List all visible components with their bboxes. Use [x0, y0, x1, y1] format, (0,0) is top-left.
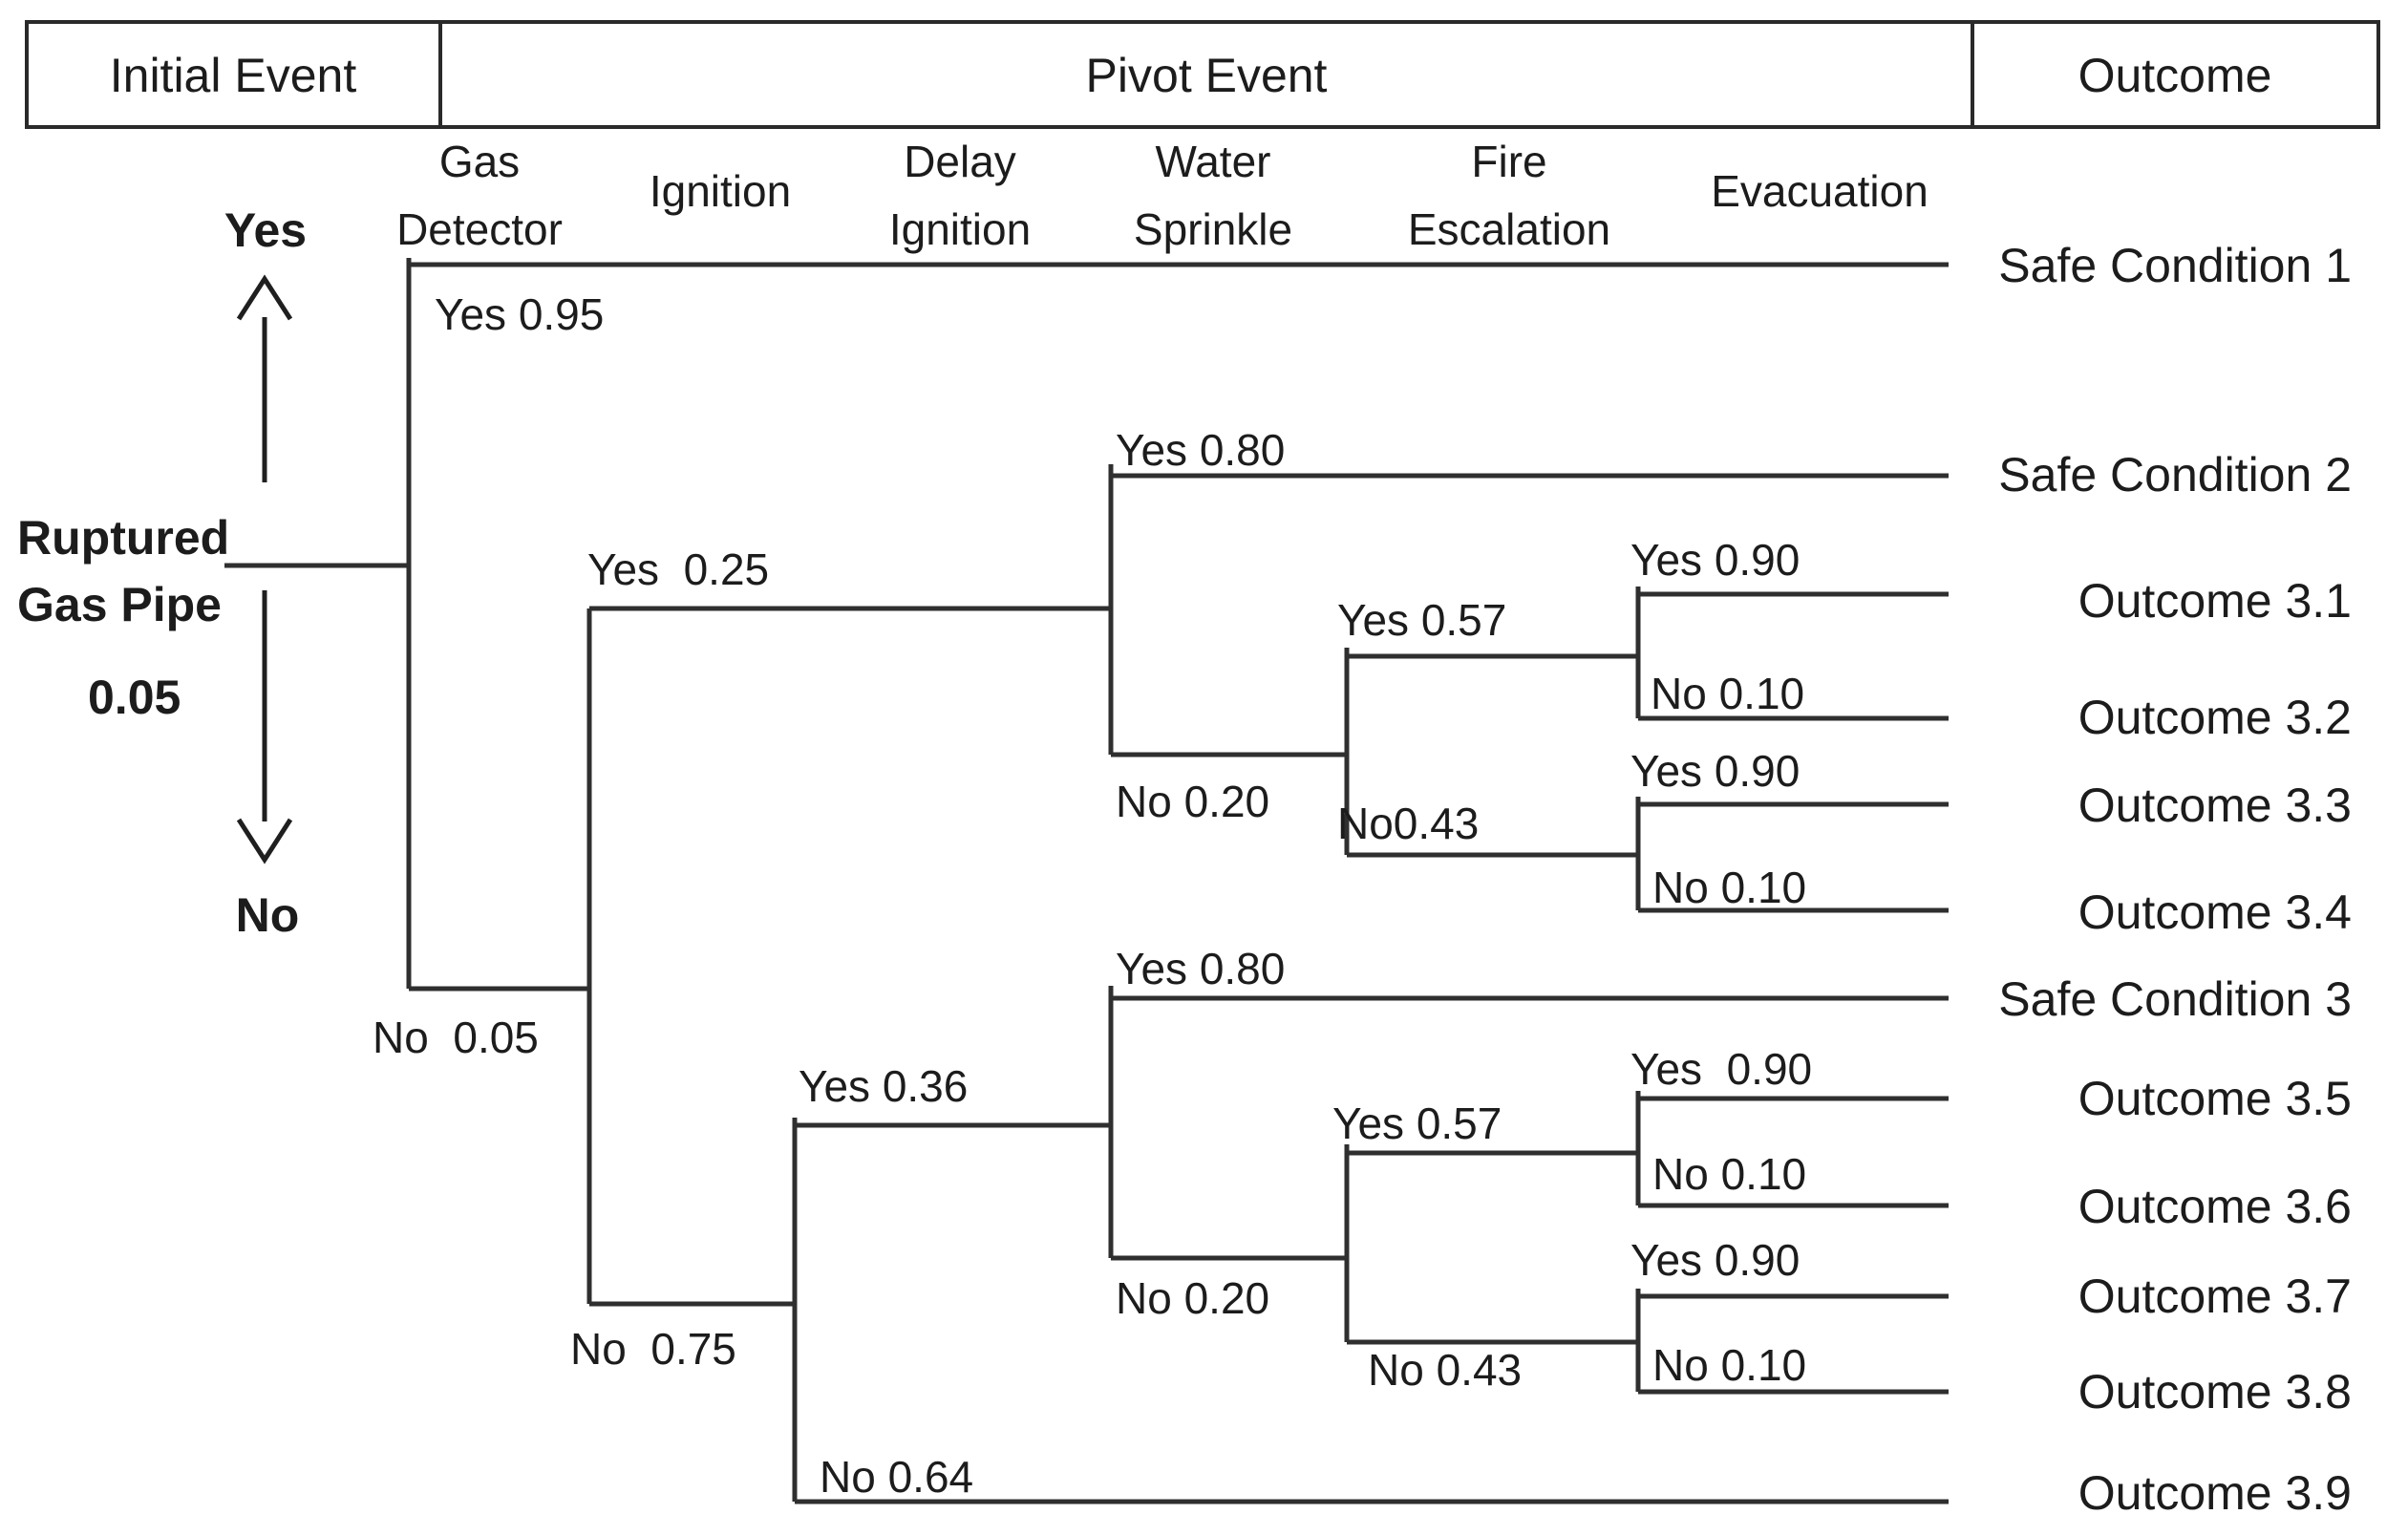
label-fire-escalation-yes-upper: Yes 0.57 — [1337, 595, 1506, 645]
initial-event-name-line1: Ruptured — [17, 511, 229, 565]
label-water-sprinkle-yes-upper: Yes 0.80 — [1116, 425, 1285, 475]
label-delay-ignition-no: No 0.64 — [820, 1452, 973, 1502]
label-fire-escalation-yes-lower: Yes 0.57 — [1332, 1099, 1502, 1148]
outcome-3-7: Outcome 3.7 — [2078, 1269, 2352, 1323]
label-fire-escalation-no-lower: No 0.43 — [1368, 1345, 1522, 1395]
column-fire-escalation-line2: Escalation — [1408, 204, 1610, 254]
outcome-3-4: Outcome 3.4 — [2078, 885, 2352, 939]
outcome-3-5: Outcome 3.5 — [2078, 1072, 2352, 1125]
label-evacuation-yes-3: Yes 0.90 — [1630, 1044, 1812, 1094]
label-gas-detector-no: No 0.05 — [373, 1013, 539, 1062]
column-water-sprinkle-line2: Sprinkle — [1134, 204, 1292, 254]
label-evacuation-no-3: No 0.10 — [1652, 1149, 1806, 1199]
down-arrow-head-icon — [236, 818, 293, 864]
label-ignition-yes: Yes 0.25 — [587, 544, 769, 594]
column-ignition: Ignition — [650, 166, 791, 216]
outcome-3-1: Outcome 3.1 — [2078, 574, 2352, 628]
label-ignition-no: No 0.75 — [570, 1324, 736, 1374]
header-cell-initial-event — [25, 20, 442, 129]
column-evacuation: Evacuation — [1711, 166, 1929, 216]
label-water-sprinkle-no-upper: No 0.20 — [1116, 777, 1269, 826]
initial-event-probability: 0.05 — [88, 671, 181, 724]
label-fire-escalation-no-upper: No0.43 — [1337, 799, 1479, 848]
up-arrow-head-icon — [236, 274, 293, 321]
label-water-sprinkle-no-lower: No 0.20 — [1116, 1273, 1269, 1323]
column-gas-detector-line2: Detector — [396, 204, 563, 254]
label-evacuation-yes-4: Yes 0.90 — [1630, 1235, 1800, 1285]
outcome-3-8: Outcome 3.8 — [2078, 1365, 2352, 1419]
label-evacuation-no-1: No 0.10 — [1651, 669, 1804, 718]
outcome-safe-condition-3: Safe Condition 3 — [1998, 972, 2352, 1026]
header-cell-pivot-event — [438, 20, 1974, 129]
initial-branch-down-label: No — [236, 888, 300, 942]
column-fire-escalation-line1: Fire — [1471, 137, 1546, 186]
outcome-3-3: Outcome 3.3 — [2078, 779, 2352, 832]
initial-branch-up-label: Yes — [224, 203, 307, 257]
outcome-safe-condition-1: Safe Condition 1 — [1998, 239, 2352, 292]
label-evacuation-yes-2: Yes 0.90 — [1630, 746, 1800, 796]
label-gas-detector-yes: Yes 0.95 — [435, 289, 604, 339]
label-delay-ignition-yes: Yes 0.36 — [799, 1061, 968, 1111]
column-delay-ignition-line2: Ignition — [889, 204, 1031, 254]
label-evacuation-no-4: No 0.10 — [1652, 1340, 1806, 1390]
outcome-safe-condition-2: Safe Condition 2 — [1998, 448, 2352, 501]
header-label-pivot-event: Pivot Event — [1086, 49, 1328, 102]
header-cell-outcome — [1971, 20, 2380, 129]
header-label-outcome: Outcome — [2078, 49, 2272, 102]
column-delay-ignition-line1: Delay — [904, 137, 1016, 186]
label-evacuation-no-2: No 0.10 — [1652, 863, 1806, 912]
outcome-3-2: Outcome 3.2 — [2078, 691, 2352, 744]
initial-event-name-line2: Gas Pipe — [17, 578, 222, 631]
column-gas-detector-line1: Gas — [439, 137, 520, 186]
outcome-3-6: Outcome 3.6 — [2078, 1180, 2352, 1233]
outcome-3-9: Outcome 3.9 — [2078, 1466, 2352, 1520]
label-water-sprinkle-yes-lower: Yes 0.80 — [1116, 944, 1285, 993]
column-water-sprinkle-line1: Water — [1156, 137, 1271, 186]
label-evacuation-yes-1: Yes 0.90 — [1630, 535, 1800, 585]
header-label-initial-event: Initial Event — [110, 49, 357, 102]
